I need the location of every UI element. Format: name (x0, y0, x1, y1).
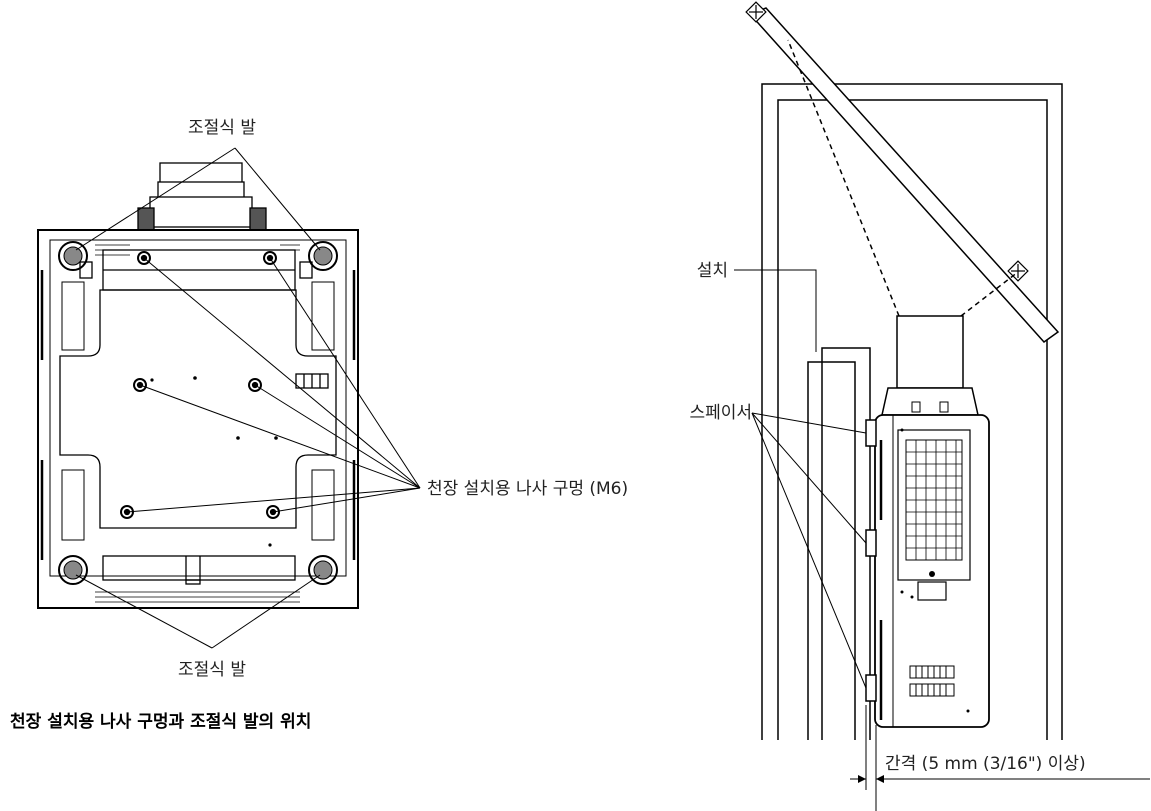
label-installation: 설치 (697, 261, 728, 281)
label-gap: 간격 (5 mm (3/16") 이상) (885, 754, 1086, 774)
wall-installation-side-view (745, 1, 1150, 811)
spacer-icon (865, 419, 877, 702)
leader-lines-left (75, 147, 421, 649)
label-ceiling-screw-holes: 천장 설치용 나사 구멍 (M6) (427, 479, 628, 499)
figure-caption: 천장 설치용 나사 구멍과 조절식 발의 위치 (10, 711, 311, 732)
leader-lines-right (734, 269, 867, 689)
adjustable-foot-icon (58, 241, 338, 585)
label-adjustable-feet-bottom: 조절식 발 (178, 660, 246, 680)
projector-bottom-view (37, 162, 359, 609)
label-adjustable-feet-top: 조절식 발 (188, 118, 256, 138)
label-spacer: 스페이서 (689, 403, 752, 423)
